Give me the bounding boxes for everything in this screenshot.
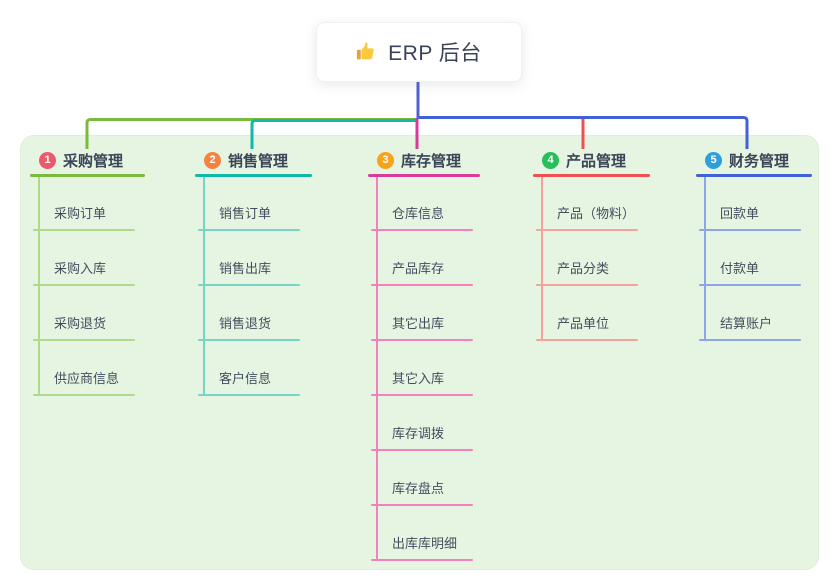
- branch-node-inventory[interactable]: 3 库存管理 仓库信息 产品库存 其它出库 其它入库 库存调拨 库存盘点: [368, 147, 480, 561]
- child-node[interactable]: 其它出库: [371, 315, 473, 341]
- child-node-label: 销售订单: [219, 206, 272, 221]
- child-underline: [699, 284, 801, 286]
- child-node[interactable]: 采购订单: [33, 205, 135, 231]
- branch-child-spine: [203, 177, 205, 396]
- child-underline: [699, 339, 801, 341]
- child-node[interactable]: 库存盘点: [371, 480, 473, 506]
- child-underline: [536, 284, 638, 286]
- branch-child-spine: [38, 177, 40, 396]
- branch-underline: [368, 174, 480, 177]
- branch-number-badge: 3: [377, 152, 394, 169]
- root-node-label: ERP 后台: [388, 42, 482, 65]
- child-underline: [699, 229, 801, 231]
- branch-underline: [30, 174, 145, 177]
- branch-child-spine: [704, 177, 706, 341]
- child-underline: [198, 284, 300, 286]
- child-node-label: 产品库存: [392, 261, 445, 276]
- branch-head-inventory[interactable]: 3 库存管理: [368, 147, 480, 174]
- child-node-label: 出库库明细: [392, 536, 458, 551]
- child-node[interactable]: 产品分类: [536, 260, 638, 286]
- child-node-label: 库存盘点: [392, 481, 445, 496]
- branch-node-product[interactable]: 4 产品管理 产品（物料） 产品分类 产品单位: [533, 147, 650, 341]
- child-underline: [371, 339, 473, 341]
- child-node[interactable]: 供应商信息: [33, 370, 135, 396]
- branch-node-finance[interactable]: 5 财务管理 回款单 付款单 结算账户: [696, 147, 812, 341]
- child-node[interactable]: 采购入库: [33, 260, 135, 286]
- child-underline: [198, 339, 300, 341]
- child-node-label: 其它出库: [392, 316, 445, 331]
- child-node-label: 其它入库: [392, 371, 445, 386]
- child-node[interactable]: 回款单: [699, 205, 801, 231]
- branch-underline: [533, 174, 650, 177]
- child-node-label: 销售出库: [219, 261, 272, 276]
- branch-underline: [696, 174, 812, 177]
- child-node[interactable]: 采购退货: [33, 315, 135, 341]
- child-underline: [536, 339, 638, 341]
- branch-label: 采购管理: [63, 153, 124, 170]
- child-node-label: 库存调拨: [392, 426, 445, 441]
- branch-head-product[interactable]: 4 产品管理: [533, 147, 650, 174]
- child-node[interactable]: 客户信息: [198, 370, 300, 396]
- child-node[interactable]: 产品库存: [371, 260, 473, 286]
- branch-child-spine: [541, 177, 543, 341]
- child-node-label: 采购退货: [54, 316, 107, 331]
- child-node[interactable]: 产品（物料）: [536, 205, 638, 231]
- child-underline: [371, 229, 473, 231]
- branch-number-badge: 5: [705, 152, 722, 169]
- child-node-label: 客户信息: [219, 371, 272, 386]
- mindmap-background-panel: [20, 135, 819, 570]
- child-node-label: 产品单位: [557, 316, 610, 331]
- child-node-label: 采购订单: [54, 206, 107, 221]
- child-node[interactable]: 产品单位: [536, 315, 638, 341]
- child-node-label: 销售退货: [219, 316, 272, 331]
- branch-underline: [195, 174, 312, 177]
- branch-label: 销售管理: [228, 153, 289, 170]
- branch-number-badge: 2: [204, 152, 221, 169]
- child-node[interactable]: 库存调拨: [371, 425, 473, 451]
- child-underline: [33, 284, 135, 286]
- child-node[interactable]: 付款单: [699, 260, 801, 286]
- branch-head-finance[interactable]: 5 财务管理: [696, 147, 812, 174]
- child-underline: [371, 394, 473, 396]
- child-node-label: 结算账户: [720, 316, 773, 331]
- child-node-label: 仓库信息: [392, 206, 445, 221]
- child-node-label: 回款单: [720, 206, 760, 221]
- child-underline: [33, 394, 135, 396]
- child-underline: [198, 229, 300, 231]
- child-node-label: 供应商信息: [54, 371, 120, 386]
- child-underline: [371, 504, 473, 506]
- child-underline: [33, 339, 135, 341]
- child-node[interactable]: 其它入库: [371, 370, 473, 396]
- thumbs-up-icon: [357, 42, 374, 60]
- branch-number-badge: 1: [39, 152, 56, 169]
- branch-head-purchase[interactable]: 1 采购管理: [30, 147, 145, 174]
- root-node[interactable]: ERP 后台: [316, 22, 522, 82]
- child-node-label: 采购入库: [54, 261, 107, 276]
- child-underline: [371, 284, 473, 286]
- child-node[interactable]: 销售出库: [198, 260, 300, 286]
- child-underline: [33, 229, 135, 231]
- branch-head-sales[interactable]: 2 销售管理: [195, 147, 312, 174]
- child-underline: [536, 229, 638, 231]
- branch-node-sales[interactable]: 2 销售管理 销售订单 销售出库 销售退货 客户信息: [195, 147, 312, 396]
- branch-node-purchase[interactable]: 1 采购管理 采购订单 采购入库 采购退货 供应商信息: [30, 147, 145, 396]
- child-underline: [198, 394, 300, 396]
- child-node-label: 产品分类: [557, 261, 610, 276]
- child-node-label: 付款单: [720, 261, 760, 276]
- child-node-label: 产品（物料）: [557, 206, 636, 221]
- branch-label: 财务管理: [729, 153, 790, 170]
- child-node[interactable]: 仓库信息: [371, 205, 473, 231]
- child-node[interactable]: 出库库明细: [371, 535, 473, 561]
- branch-number-badge: 4: [542, 152, 559, 169]
- child-underline: [371, 449, 473, 451]
- branch-child-spine: [376, 177, 378, 561]
- branch-label: 库存管理: [401, 153, 462, 170]
- branch-label: 产品管理: [566, 153, 627, 170]
- child-node[interactable]: 销售订单: [198, 205, 300, 231]
- child-node[interactable]: 结算账户: [699, 315, 801, 341]
- child-node[interactable]: 销售退货: [198, 315, 300, 341]
- child-underline: [371, 559, 473, 561]
